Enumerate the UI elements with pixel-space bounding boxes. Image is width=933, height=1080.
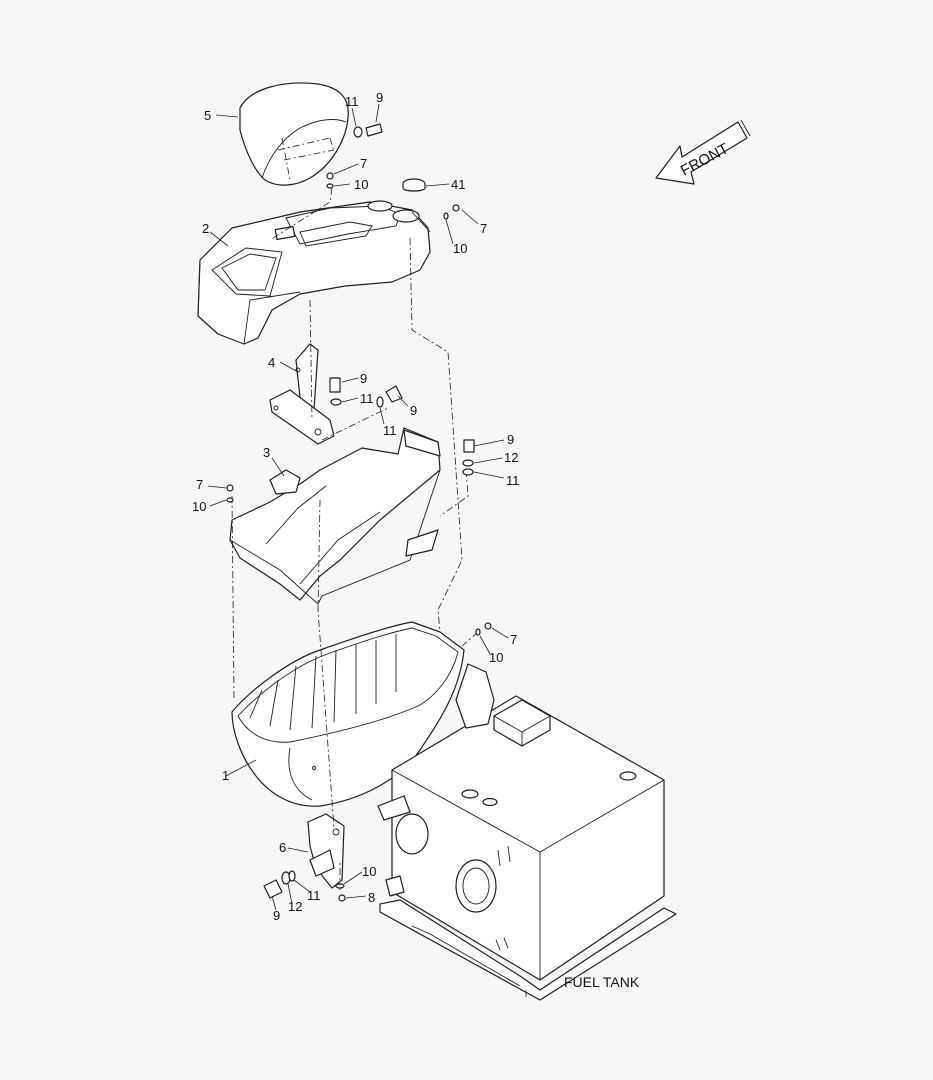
front-direction-arrow: FRONT <box>655 119 751 185</box>
callout-12: 12 <box>288 899 302 914</box>
callout-10: 10 <box>192 499 206 514</box>
callout-1: 1 <box>222 768 229 783</box>
inner-panel-part-3 <box>229 427 441 605</box>
upper-console-cover <box>197 200 431 345</box>
callout-9: 9 <box>360 371 367 386</box>
callout-7: 7 <box>360 156 367 171</box>
callout-10: 10 <box>489 650 503 665</box>
lower-console-body <box>231 621 465 807</box>
callout-10: 10 <box>362 864 376 879</box>
fasteners <box>226 123 492 902</box>
fuel-tank-label: FUEL TANK <box>564 974 640 990</box>
callout-12: 12 <box>504 450 518 465</box>
callout-10: 10 <box>354 177 368 192</box>
callout-8: 8 <box>368 890 375 905</box>
fuel-tank <box>377 663 677 1001</box>
callout-9: 9 <box>507 432 514 447</box>
leader-lines <box>207 103 509 911</box>
callout-11: 11 <box>506 473 520 488</box>
callout-11: 11 <box>307 888 321 903</box>
armrest-cushion <box>239 82 349 186</box>
cap-part-41 <box>402 178 426 192</box>
callout-7: 7 <box>480 221 487 236</box>
callout-11: 11 <box>345 94 359 109</box>
callout-7: 7 <box>510 632 517 647</box>
callout-11: 11 <box>360 391 374 406</box>
callout-numbers: 5 11 9 7 10 41 7 10 2 4 9 11 11 9 9 12 1… <box>192 90 520 923</box>
bracket-part-4 <box>269 343 335 445</box>
callout-9: 9 <box>410 403 417 418</box>
callout-9: 9 <box>273 908 280 923</box>
callout-3: 3 <box>263 445 270 460</box>
callout-7: 7 <box>196 477 203 492</box>
callout-9: 9 <box>376 90 383 105</box>
callout-6: 6 <box>279 840 286 855</box>
callout-41: 41 <box>451 177 465 192</box>
callout-4: 4 <box>268 355 275 370</box>
callout-2: 2 <box>202 221 209 236</box>
callout-11: 11 <box>383 423 397 438</box>
callout-5: 5 <box>204 108 211 123</box>
bracket-part-6 <box>307 813 345 889</box>
callout-10: 10 <box>453 241 467 256</box>
